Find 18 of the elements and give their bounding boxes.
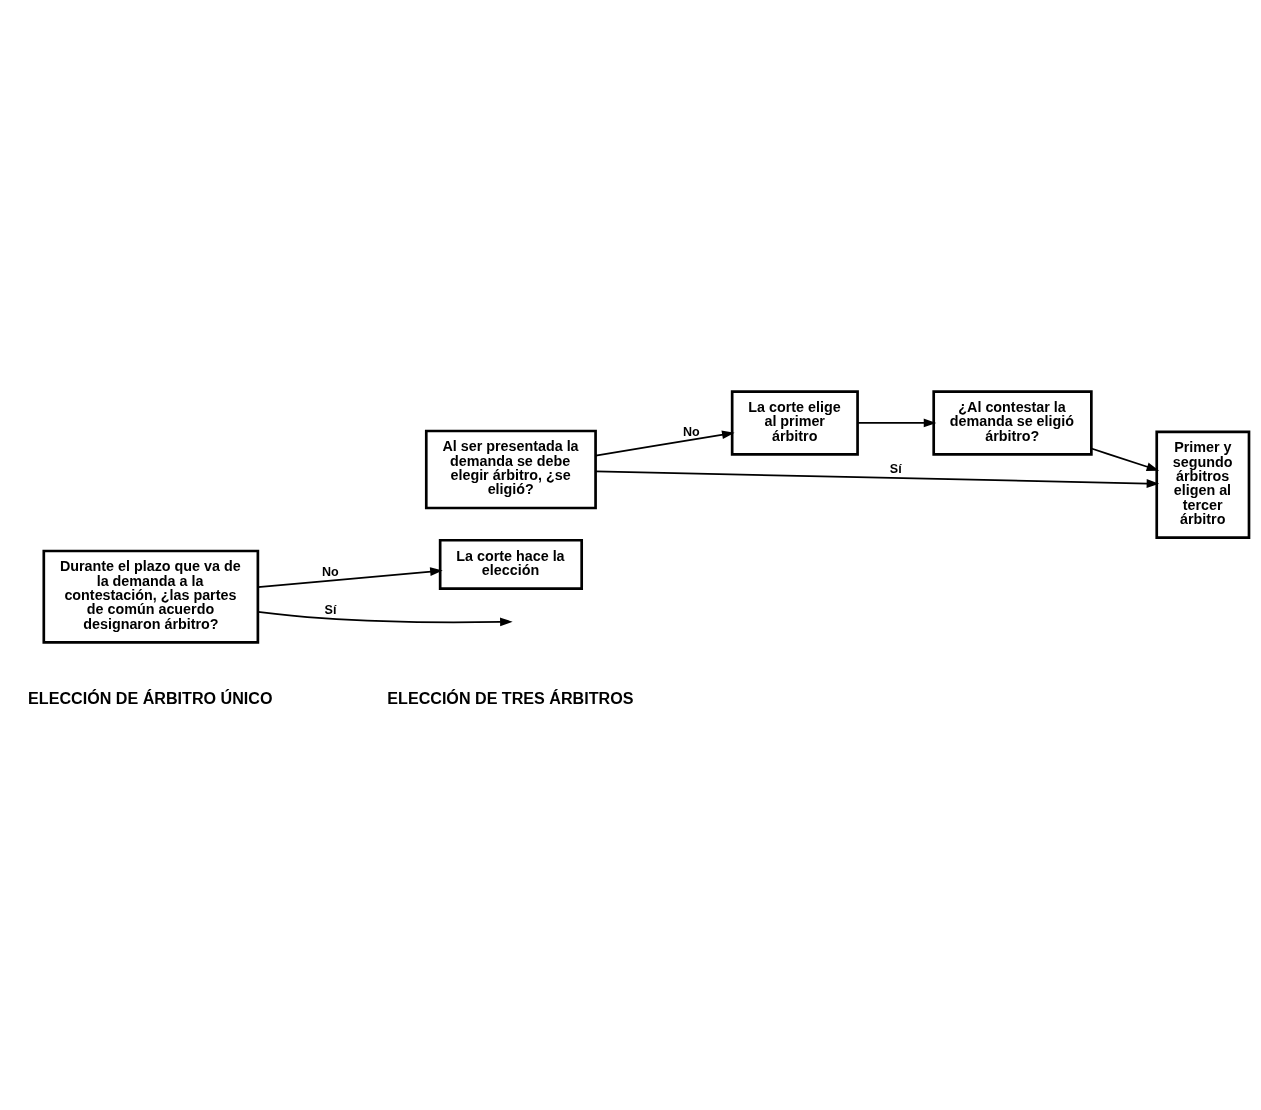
arrow [257, 566, 443, 588]
label: ELECCIÓN DE ÁRBITRO ÚNICO [28, 688, 273, 707]
arrow [257, 610, 513, 626]
arrow [856, 418, 937, 427]
edge-label: No [321, 564, 339, 579]
arrow [594, 429, 735, 457]
arrow [1090, 447, 1160, 471]
node-box: La corte hace la elección [438, 538, 584, 590]
edge-label: Sí [324, 602, 337, 617]
node-box: ¿Al contestar la demanda se eligió árbitro? [932, 389, 1093, 456]
node-box: Durante el plazo que va de la demanda a la contestación, ¿las partes de común acuerdo designaron árbitro? [42, 549, 260, 644]
node-box: La corte elige al primer árbitro [730, 389, 859, 456]
node-box: Al ser presentada la demanda se debe elegir árbitro, ¿se eligió? [424, 429, 597, 509]
node-box: Primer y segundo árbitros eligen al tercer árbitro [1155, 430, 1251, 539]
edge-label: Sí [889, 461, 902, 476]
label: ELECCIÓN DE TRES ÁRBITROS [387, 688, 634, 707]
edge-label: No [682, 424, 700, 439]
arrow [594, 469, 1160, 488]
